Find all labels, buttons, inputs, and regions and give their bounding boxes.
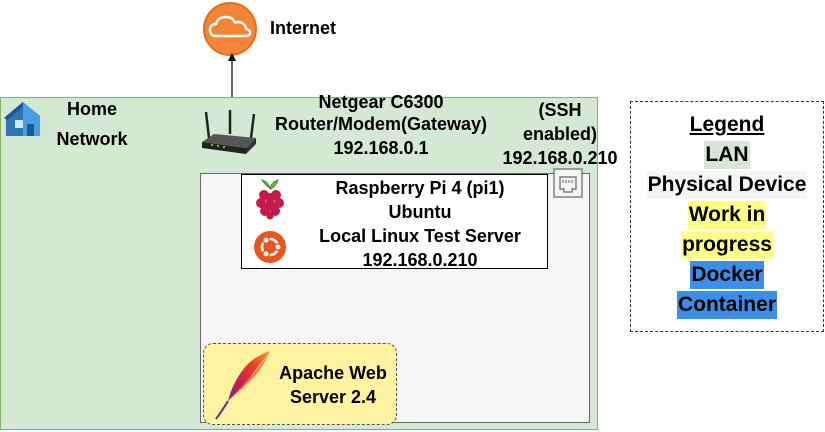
raspberry-pi-icon [256,179,284,220]
ethernet-port-icon [553,168,583,198]
ssh-label: (SSH enabled) 192.168.0.210 [502,100,618,168]
legend-lan: LAN [704,141,750,169]
legend-box [630,101,824,332]
internet-label: Internet [270,18,337,38]
apache-label: Apache Web Server 2.4 [279,363,387,407]
raspberry-pi-box [241,174,548,269]
legend-docker-container-2: Container [676,291,777,319]
router-label: Netgear C6300 Router/Modem(Gateway) 192.… [274,92,488,158]
ubuntu-icon [254,231,286,263]
apache-feather-icon [215,351,270,420]
router-icon [202,110,256,154]
legend-physical-device: Physical Device [646,171,808,199]
home-icon [4,102,40,136]
legend-docker-container-1: Docker [690,261,764,289]
legend-title: Legend [689,113,765,136]
cloud-icon [203,2,257,56]
home-network-label: Home Network [56,99,128,149]
raspberry-pi-label: Raspberry Pi 4 (pi1) Ubuntu Local Linux … [319,178,521,270]
legend-work-in-progress-1: Work in [687,201,767,229]
legend-content: Legend LAN Physical Device Work in progr… [630,111,824,319]
legend-work-in-progress-2: progress [681,231,773,259]
